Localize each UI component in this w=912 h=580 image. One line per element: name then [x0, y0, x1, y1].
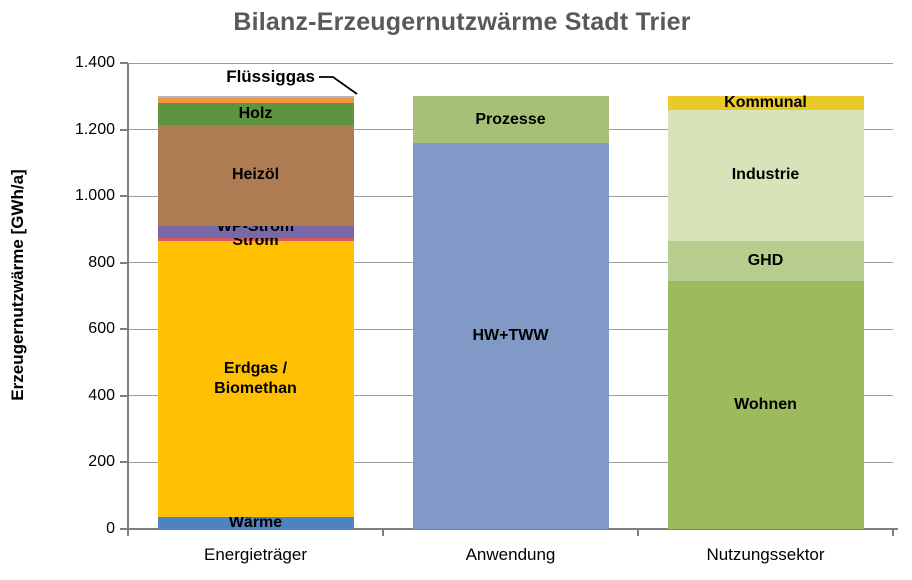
- x-tick-mark: [382, 529, 384, 536]
- x-tick-mark: [892, 529, 894, 536]
- x-tick-mark: [127, 529, 129, 536]
- x-category-label: Nutzungssektor: [706, 545, 825, 564]
- bar-segment: [667, 281, 864, 529]
- bar-segment: [157, 97, 354, 103]
- y-tick-mark: [120, 62, 128, 64]
- y-tick-label: 1.000: [74, 187, 115, 205]
- bar-segment: [667, 241, 864, 282]
- x-category-label: Energieträger: [203, 545, 307, 564]
- y-tick-mark: [120, 528, 128, 530]
- bar-segment: [157, 237, 354, 242]
- x-category-label: Anwendung: [465, 545, 556, 564]
- y-tick-label: 600: [88, 320, 115, 338]
- x-tick-mark: [637, 529, 639, 536]
- y-tick-label: 800: [88, 253, 115, 271]
- y-tick-mark: [120, 394, 128, 397]
- bar-segment: [157, 102, 354, 125]
- bar-segment: [157, 226, 354, 238]
- bar-segment: [667, 109, 864, 242]
- bar-segment: [157, 517, 354, 529]
- callout-label: Flüssiggas: [226, 67, 315, 86]
- bar-segment: [157, 96, 354, 98]
- y-axis-line: [127, 63, 129, 531]
- bar-segment: [412, 96, 609, 143]
- y-tick-mark: [120, 328, 128, 331]
- bar-segment: [412, 142, 609, 529]
- gridline: [128, 62, 893, 64]
- chart-title: Bilanz-Erzeugernutzwärme Stadt Trier: [233, 8, 691, 36]
- bar-segment: [667, 96, 864, 110]
- y-tick-label: 0: [106, 520, 115, 537]
- y-tick-label: 200: [88, 453, 115, 471]
- y-tick-label: 1.400: [74, 54, 115, 71]
- bar-segment: [157, 124, 354, 227]
- y-tick-mark: [120, 128, 128, 131]
- y-tick-mark: [120, 461, 128, 464]
- y-tick-label: 1.200: [74, 120, 115, 138]
- x-axis-line: [121, 528, 898, 530]
- bar-segment: [157, 241, 354, 518]
- y-tick-mark: [120, 261, 128, 264]
- y-tick-label: 400: [88, 386, 115, 404]
- y-tick-mark: [120, 195, 128, 198]
